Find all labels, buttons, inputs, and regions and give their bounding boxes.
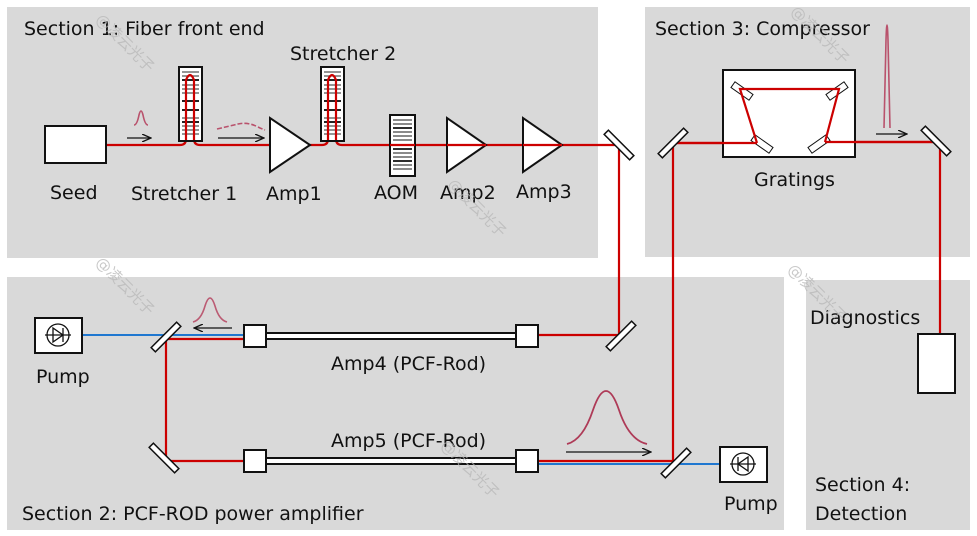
section-2-pcf-rod-amplifier (7, 277, 784, 530)
section-1-label: Section 1: Fiber front end (24, 18, 265, 40)
amp4-label: Amp4 (PCF-Rod) (331, 353, 486, 375)
diagnostics-label: Diagnostics (810, 307, 920, 329)
amp4-endcap-right (515, 324, 539, 348)
pump-1-label: Pump (36, 366, 90, 388)
amp4-pcf-rod[interactable] (243, 324, 539, 348)
aom-lines (393, 119, 412, 170)
section-3-label: Section 3: Compressor (655, 18, 870, 40)
seed-laser[interactable] (44, 125, 107, 164)
amp3-label: Amp3 (516, 181, 572, 203)
compressed-pulse-icon (883, 24, 891, 129)
section-4-detection (806, 280, 970, 530)
amp5-endcap-left (243, 449, 267, 473)
stretcher-1-grating-lines (182, 71, 199, 135)
stretched-pulse-icon (216, 122, 266, 131)
amp5-pcf-rod[interactable] (243, 449, 539, 473)
watermark: @凌云光子 (92, 253, 158, 319)
aom[interactable] (389, 114, 416, 177)
mirror-1[interactable] (603, 129, 635, 161)
amp5-label: Amp5 (PCF-Rod) (331, 430, 486, 452)
mirror-3[interactable] (605, 320, 637, 352)
mirror-2[interactable] (148, 442, 180, 474)
section-2-label: Section 2: PCF-ROD power amplifier (22, 503, 364, 525)
stretcher-2-label: Stretcher 2 (290, 43, 396, 65)
stretcher-1[interactable] (178, 66, 203, 142)
pump-2[interactable] (719, 446, 768, 483)
grating-4 (807, 134, 831, 154)
stretcher-2-grating-lines (324, 71, 341, 135)
diode-icon (45, 323, 71, 347)
pump-1[interactable] (34, 317, 83, 354)
stretcher-2[interactable] (320, 66, 345, 142)
amp5-pulse-icon (566, 390, 648, 445)
section-4-label-line1: Section 4: (815, 474, 910, 496)
amp1-label: Amp1 (266, 183, 322, 205)
seed-pulse-icon (133, 110, 149, 126)
gratings-label: Gratings (754, 169, 835, 191)
amp2-label: Amp2 (440, 182, 496, 204)
diagnostics-box[interactable] (917, 333, 956, 394)
section-4-label-line2: Detection (815, 503, 907, 525)
amp5-endcap-right (515, 449, 539, 473)
diode-icon (730, 452, 756, 476)
beam-to-amp4 (537, 145, 621, 337)
mirror-compressor-out[interactable] (920, 125, 952, 157)
mirror-compressor-in[interactable] (657, 127, 689, 159)
amp4-endcap-left (243, 324, 267, 348)
dichroic-mirror-2[interactable] (660, 447, 692, 479)
pump-2-label: Pump (724, 493, 778, 515)
amp1-triangle[interactable] (269, 116, 312, 174)
beam-amp4-to-amp5 (164, 337, 244, 463)
seed-label: Seed (50, 182, 98, 204)
stretcher-1-label: Stretcher 1 (131, 183, 237, 205)
amp4-pulse-icon (192, 297, 228, 323)
dichroic-mirror-1[interactable] (150, 321, 182, 353)
aom-label: AOM (374, 182, 418, 204)
